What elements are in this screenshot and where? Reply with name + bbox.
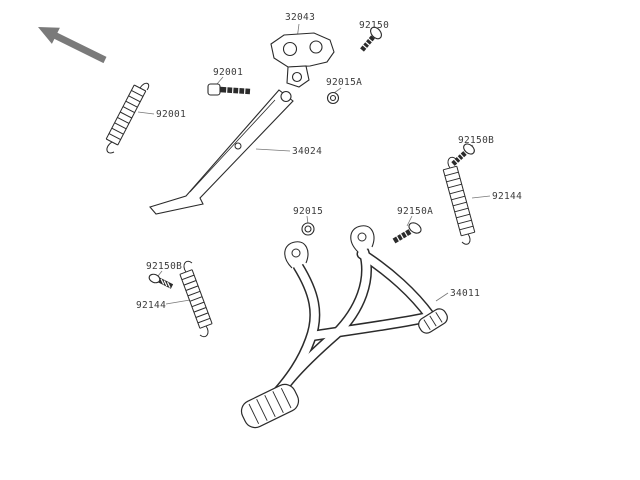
part-label-34024: 34024: [292, 146, 323, 157]
part-drawing-nut-92015: [301, 222, 315, 236]
part-drawing-bolt-92150b-left: [148, 273, 174, 289]
part-label-92015: 92015: [293, 206, 324, 217]
part-drawing-bolt-92150: [360, 26, 382, 52]
part-label-92144-left: 92144: [136, 300, 167, 311]
part-drawing-spring-92144-right: [442, 156, 476, 245]
part-label-92150b-right: 92150B: [458, 135, 495, 146]
part-drawing-bolt-92150b-right: [451, 143, 475, 166]
direction-arrow-icon: [38, 27, 107, 64]
part-drawing-spring-92001: [105, 82, 150, 154]
part-drawing-bolt-92001: [207, 83, 251, 96]
part-label-92001-left: 92001: [156, 109, 187, 120]
part-drawing-bolt-92150a: [392, 222, 422, 244]
part-drawing-nut-92015a: [326, 91, 340, 105]
part-label-32043: 32043: [285, 12, 316, 23]
part-label-92001-top: 92001: [213, 67, 244, 78]
part-label-92150b-left: 92150B: [146, 261, 183, 272]
leader-lines: [137, 23, 491, 305]
part-label-34011: 34011: [450, 288, 481, 299]
part-drawing-centerstand-34011: [240, 225, 448, 429]
part-label-92150a: 92150A: [397, 206, 434, 217]
part-label-92150: 92150: [359, 20, 390, 31]
part-label-92015a: 92015A: [326, 77, 363, 88]
part-drawing-sidestand-34024: [149, 89, 294, 215]
part-label-92144-right: 92144: [492, 191, 523, 202]
part-drawing-spring-92144-left: [179, 260, 213, 338]
part-drawing-bracket-32043: [270, 32, 335, 88]
